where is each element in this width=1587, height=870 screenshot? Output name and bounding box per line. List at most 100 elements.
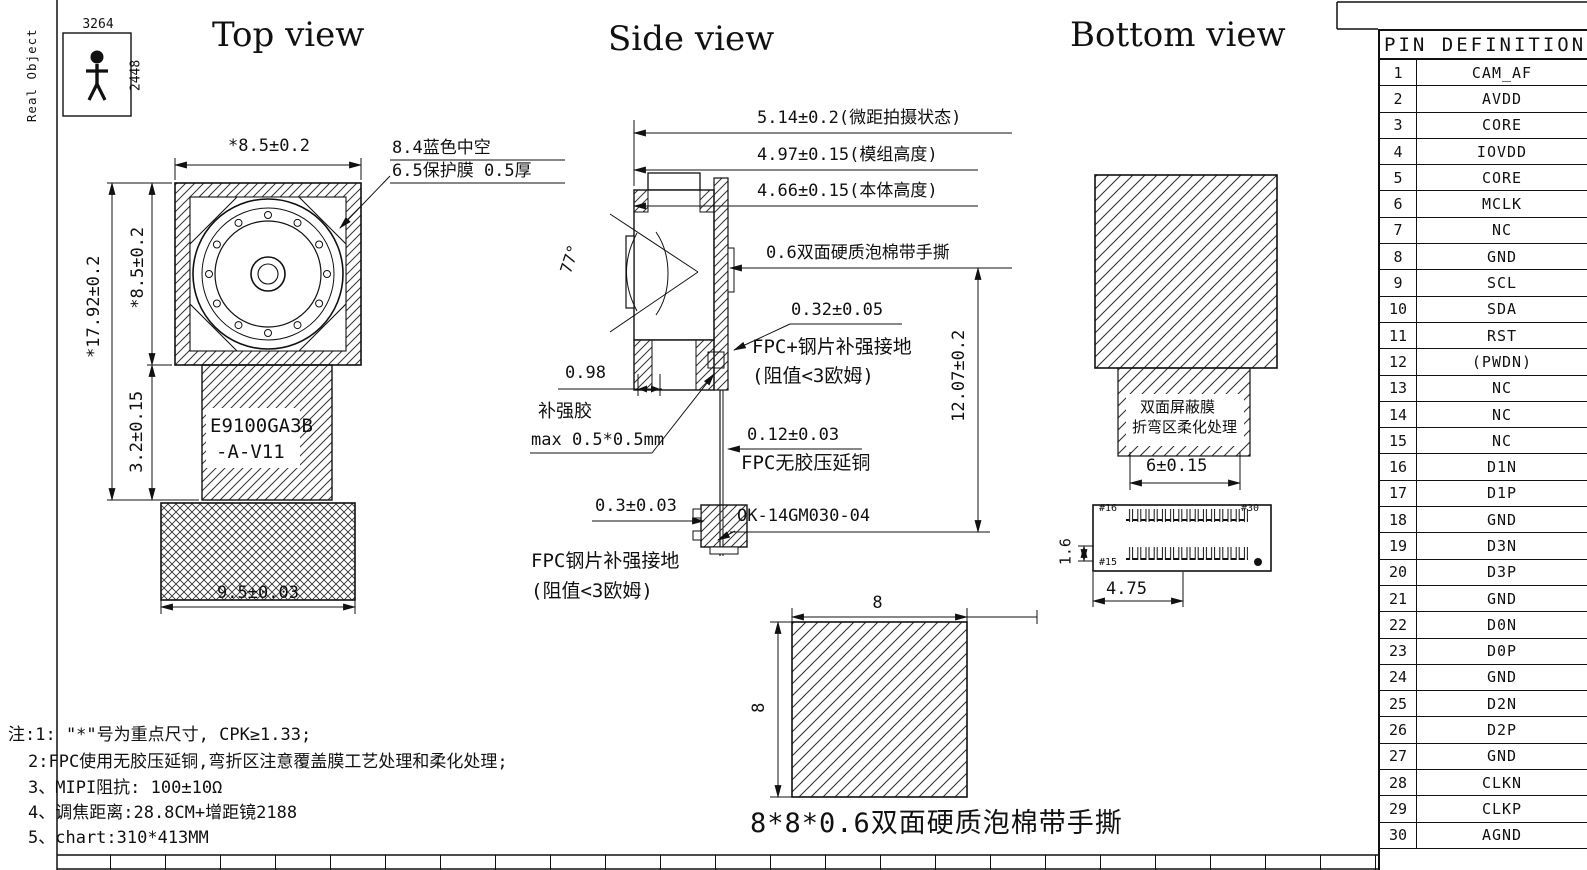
pin-name: MCLK [1481,195,1523,214]
pin-number: 12 [1380,349,1417,375]
pin-name: GND [1486,668,1518,687]
pin-number: 10 [1380,296,1417,322]
side-label-fpc-steel-bottom-1: FPC钢片补强接地 [531,550,680,572]
pin-name: D3P [1486,563,1518,582]
pin-number: 1 [1380,60,1417,86]
side-dim-fpc-thickness: 0.12±0.03 [747,425,840,445]
note-1: 注:1: "*"号为重点尺寸, CPK≥1.33; [8,725,312,745]
pin-table-row: 24 GND [1380,664,1587,692]
pin-name: CORE [1481,116,1523,135]
bottom-label-shield-1: 双面屏蔽膜 [1140,398,1216,416]
pin-table-row: 2 AVDD [1380,86,1587,113]
pin-name: SCL [1486,274,1518,293]
real-object-label: Real Object [23,28,39,123]
top-dim-bottom: 9.5±0.03 [217,583,299,603]
pin-name: D1P [1486,484,1518,503]
person-icon [86,50,108,101]
pin-table-header: PIN DEFINITION [1380,31,1587,60]
pin-number: 18 [1380,507,1417,533]
side-dim-sensor: 0.32±0.05 [791,300,884,320]
pin-name: CLKP [1481,799,1523,818]
pin-number: 7 [1380,217,1417,244]
side-label-glue-2: max 0.5*0.5mm [531,430,665,450]
pin-name: CLKN [1481,773,1523,792]
side-dim-body-height: 4.66±0.15(本体高度) [757,181,938,201]
bottom-dim-connector-width: 4.75 [1106,579,1147,599]
side-dim-offset: 0.98 [565,363,606,383]
pin-table-row: 1 CAM_AF [1380,60,1587,87]
pin-name: GND [1486,247,1518,266]
pin-number: 27 [1380,743,1417,770]
note-4: 4、调焦距离:28.8CM+增距镜2188 [28,803,298,823]
pin-name: D3N [1486,536,1518,555]
pin-number: 24 [1380,664,1417,691]
top-dim-lens-height: *8.5±0.2 [128,226,149,309]
pin-table-row: 28 CLKN [1380,770,1587,797]
bottom-dim-width: 6±0.15 [1146,456,1208,476]
pin-name: AGND [1481,826,1523,845]
pin-name: RST [1486,326,1518,345]
real-object-height: 2448 [128,59,144,92]
sheet-frame [56,0,1587,870]
side-label-fpc-steel-top-2: (阻值<3欧姆) [752,365,874,387]
real-object-width: 3264 [82,17,114,32]
pin-table-row: 9 SCL [1380,270,1587,297]
real-object-box [62,32,132,117]
pin-number: 6 [1380,191,1417,217]
pin-number: 4 [1380,138,1417,165]
foam-dim-width: 8 [872,593,883,613]
pin-number: 13 [1380,375,1417,401]
side-connector-part: OK-14GM030-04 [737,506,871,526]
pin-name: NC [1491,379,1513,398]
pin-name: IOVDD [1476,142,1528,161]
bottom-label-shield-2: 折弯区柔化处理 [1132,418,1238,436]
pin-table-row: 23 D0P [1380,638,1587,665]
pin-number: 2 [1380,86,1417,112]
pin-table-row: 12(PWDN) [1380,349,1587,376]
pin-name: D0P [1486,642,1518,661]
pin-number: 26 [1380,717,1417,743]
note-5: 5、chart:310*413MM [28,828,209,848]
pin-name: CAM_AF [1471,63,1533,82]
pin-number: 29 [1380,796,1417,822]
pin-name: CORE [1481,168,1523,187]
pin-number: 23 [1380,638,1417,664]
part-number-line2: -A-V11 [216,441,285,463]
bottom-pin-30: #30 [1241,503,1260,514]
pin-number: 9 [1380,270,1417,296]
bottom-view-drawing [1078,174,1278,607]
side-dim-total-height: 12.07±0.2 [949,329,970,422]
pin-number: 14 [1380,401,1417,428]
pin-name: NC [1491,221,1513,240]
bottom-dim-pin-row: 1.6 [1056,538,1075,566]
pin-number: 22 [1380,612,1417,638]
pin-name: AVDD [1481,89,1523,108]
side-label-fpc-copper: FPC无胶压延铜 [741,452,871,474]
note-3: 3、MIPI阻抗: 100±10Ω [28,778,223,798]
pin-number: 25 [1380,691,1417,717]
foam-pad-drawing [770,608,1038,799]
pin-number: 28 [1380,770,1417,796]
side-label-fpc-steel-bottom-2: (阻值<3欧姆) [531,580,653,602]
bottom-view-title: Bottom view [1070,15,1286,55]
pin-table-row: 7 NC [1380,217,1587,245]
side-label-foam: 0.6双面硬质泡棉带手撕 [766,243,950,263]
top-dim-total: *17.92±0.2 [84,255,105,358]
pin-name: GND [1486,510,1518,529]
